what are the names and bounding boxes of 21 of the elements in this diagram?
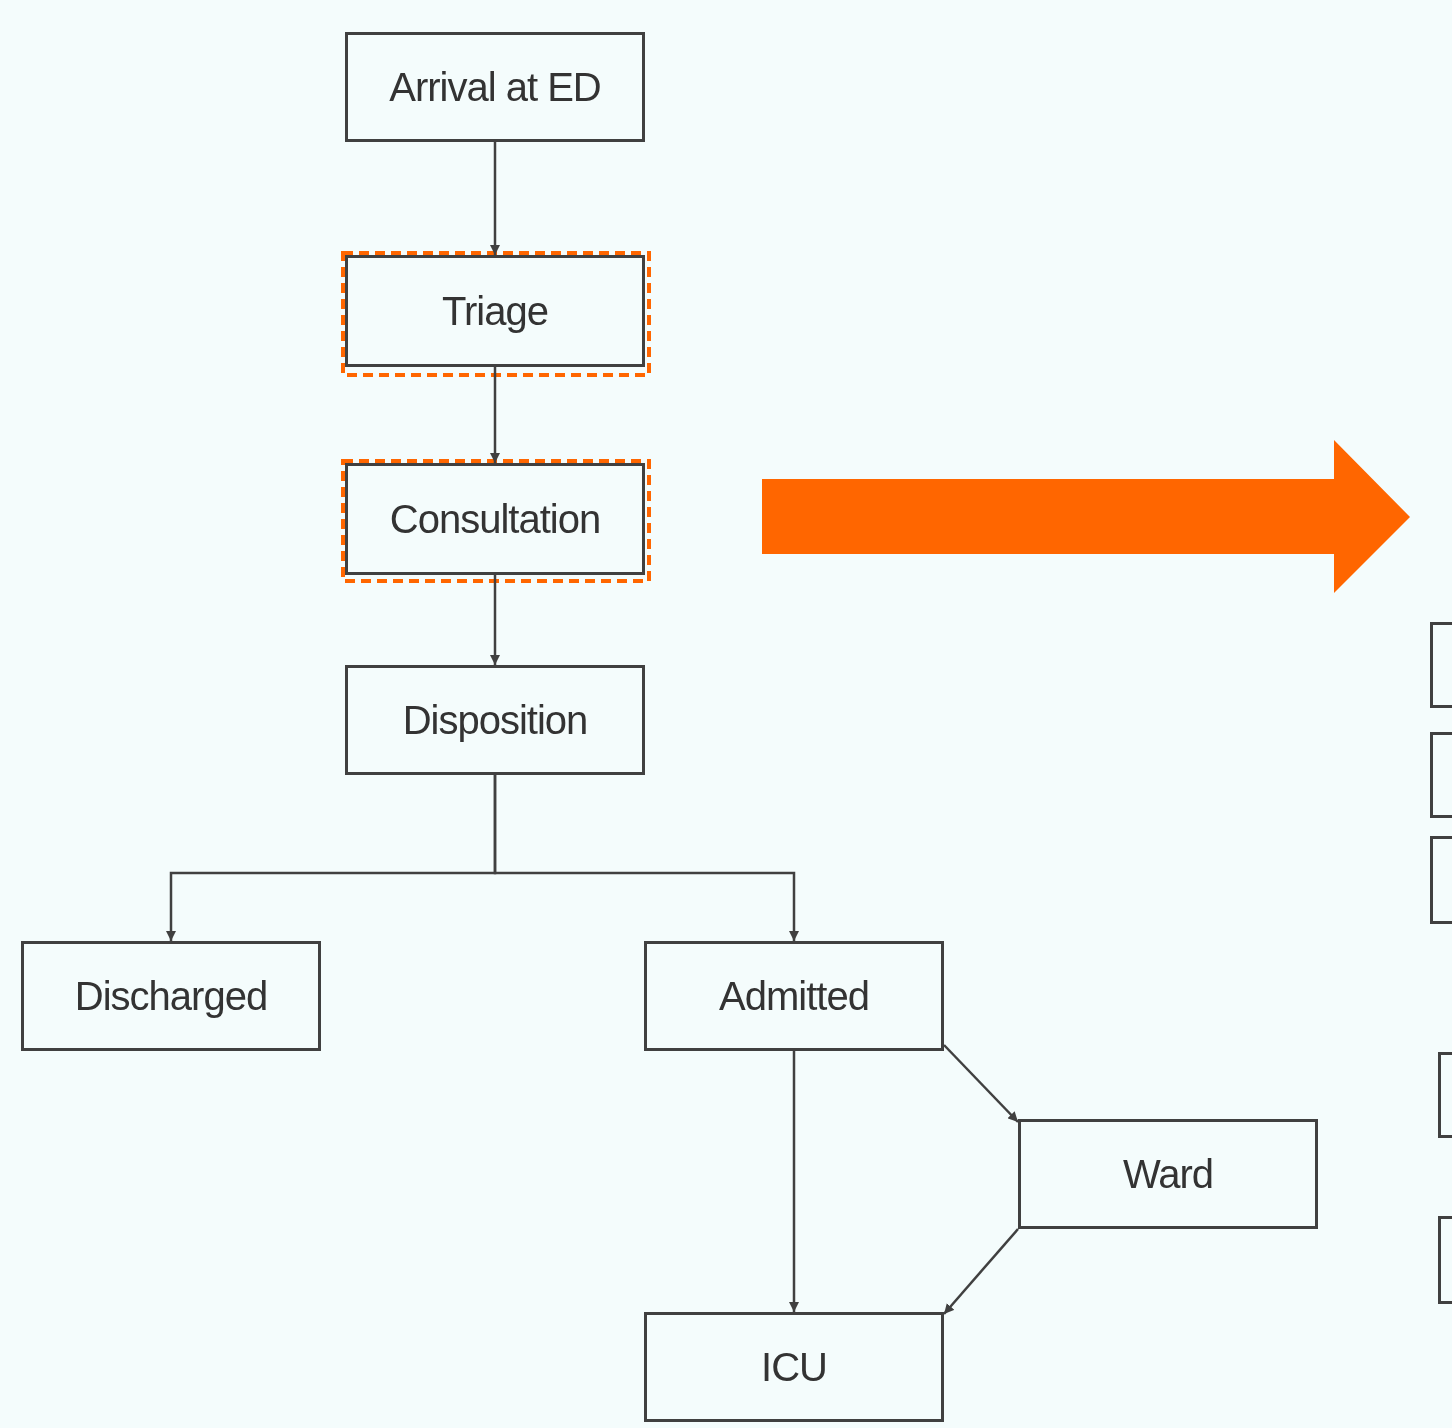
process-box [21, 941, 321, 1051]
process-box [345, 665, 645, 775]
process-box [644, 1312, 944, 1422]
box-label: Admitted [719, 973, 869, 1019]
box-label: Triage [442, 288, 548, 334]
box-label: ICU [761, 1344, 827, 1390]
box-label: Disposition [402, 697, 588, 743]
arrow [493, 775, 799, 941]
arrow [490, 367, 500, 463]
arrow [490, 142, 500, 255]
box-label: Discharged [74, 973, 268, 1019]
box-label: Ward [1122, 1151, 1214, 1197]
arrow [490, 575, 500, 665]
box-label: Consultation [389, 496, 601, 542]
arrow [789, 1051, 799, 1312]
process-box [345, 32, 645, 142]
arrow [943, 1228, 1019, 1315]
box-label: Arrival at ED [389, 64, 601, 110]
arrow [943, 1044, 1019, 1123]
process-box [1018, 1119, 1318, 1229]
process-box [644, 941, 944, 1051]
